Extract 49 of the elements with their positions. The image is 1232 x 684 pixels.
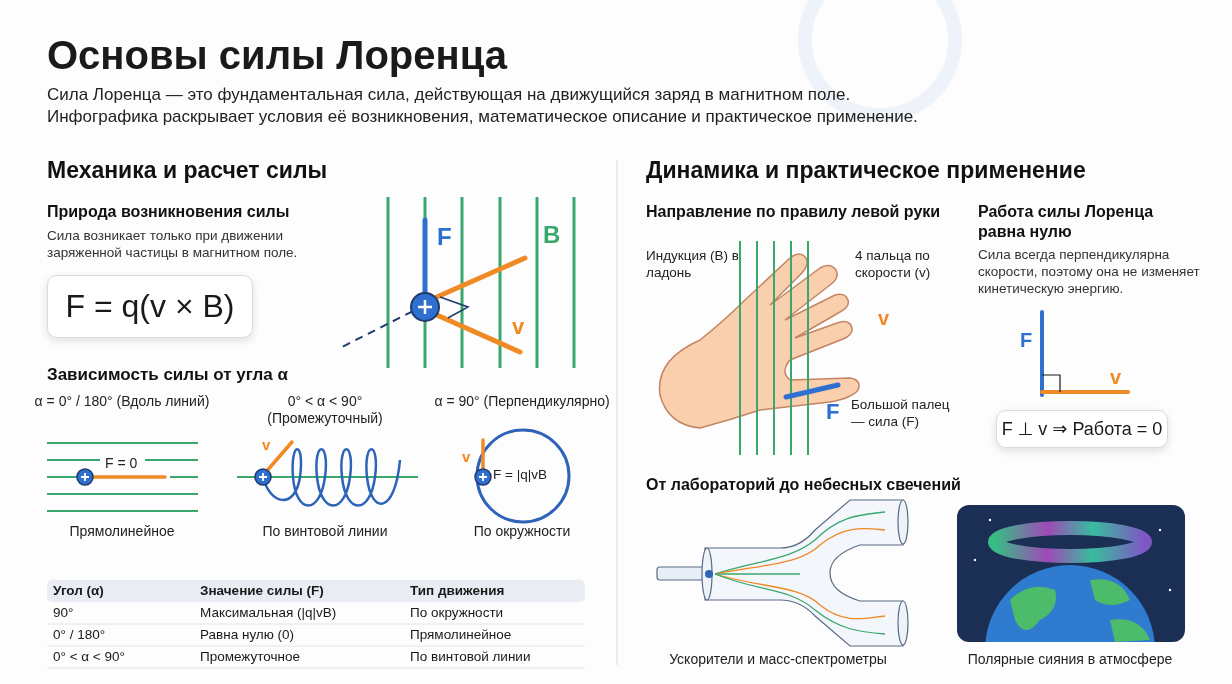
table-header-cell: Угол (α) bbox=[53, 583, 104, 600]
vector-symbol: v bbox=[262, 436, 271, 455]
hand-annotation: Индукция (B) в ладонь bbox=[646, 247, 740, 281]
body-text: Сила всегда перпендикулярна скорости, поэтому она не изменяет кинетическую энергию. bbox=[978, 246, 1201, 297]
force-formula: F = |q|vB bbox=[493, 467, 547, 484]
angle-condition: 0° < α < 90° (Промежуточный) bbox=[266, 393, 384, 427]
table-header-cell: Тип движения bbox=[410, 583, 505, 600]
table-header-cell: Значение силы (F) bbox=[200, 583, 324, 600]
hand-annotation: Большой палец — сила (F) bbox=[851, 396, 951, 430]
table-cell: Прямолинейное bbox=[410, 627, 512, 644]
section-heading: Механика и расчет силы bbox=[47, 156, 328, 185]
section-heading: Динамика и практическое применение bbox=[646, 156, 1086, 185]
formula-box bbox=[47, 275, 253, 338]
table-cell: Максимальная (|q|vB) bbox=[200, 605, 337, 622]
vector-symbol: F bbox=[437, 222, 452, 252]
motion-caption: По винтовой линии bbox=[262, 523, 388, 541]
table-cell: По винтовой линии bbox=[410, 649, 531, 666]
image-caption: Ускорители и масс-спектрометры bbox=[669, 651, 887, 669]
image-caption: Полярные сияния в атмосфере bbox=[967, 651, 1173, 669]
page-title: Основы силы Лоренца bbox=[47, 32, 507, 79]
table-cell: Равна нулю (0) bbox=[200, 627, 295, 644]
work-formula: F ⊥ v ⇒ Работа = 0 bbox=[1001, 418, 1163, 440]
vector-symbol: v bbox=[462, 448, 471, 467]
table-cell: 0° < α < 90° bbox=[53, 649, 125, 666]
vector-symbol: v bbox=[512, 313, 525, 341]
table-cell: Промежуточное bbox=[200, 649, 301, 666]
subheading: От лабораторий до небесных свечений bbox=[646, 475, 961, 495]
subheading: Работа силы Лоренца равна нулю bbox=[978, 202, 1155, 242]
intro-text: Сила Лоренца — это фундаментальная сила, действующая на движущийся заряд в магнитном поле. Инфографика раскрывает условия её возникновения, математическое описание и практическое применение. bbox=[47, 84, 919, 128]
vector-symbol: B bbox=[543, 220, 561, 250]
subheading: Направление по правилу левой руки bbox=[646, 202, 941, 222]
formula-card bbox=[996, 410, 1168, 448]
table-cell: По окружности bbox=[410, 605, 504, 622]
vector-symbol: v bbox=[1110, 365, 1122, 390]
motion-caption: Прямолинейное bbox=[69, 523, 175, 541]
subheading: Зависимость силы от угла α bbox=[47, 364, 288, 386]
force-formula: F = 0 bbox=[105, 455, 138, 473]
vector-symbol: F bbox=[1020, 328, 1033, 353]
table-cell: 0° / 180° bbox=[53, 627, 106, 644]
table-cell: 90° bbox=[53, 605, 74, 622]
vector-symbol: v bbox=[878, 306, 890, 331]
vector-symbol: F bbox=[826, 398, 840, 426]
body-text: Сила возникает только при движении заряженной частицы в магнитном поле. bbox=[47, 227, 299, 261]
subheading: Природа возникновения силы bbox=[47, 202, 290, 222]
motion-caption: По окружности bbox=[473, 523, 571, 541]
angle-condition: α = 0° / 180° (Вдоль линий) bbox=[33, 393, 211, 410]
hand-annotation: 4 пальца по скорости (v) bbox=[855, 247, 932, 281]
formula: F = q(v × B) bbox=[65, 288, 235, 325]
angle-condition: α = 90° (Перпендикулярно) bbox=[433, 393, 611, 410]
